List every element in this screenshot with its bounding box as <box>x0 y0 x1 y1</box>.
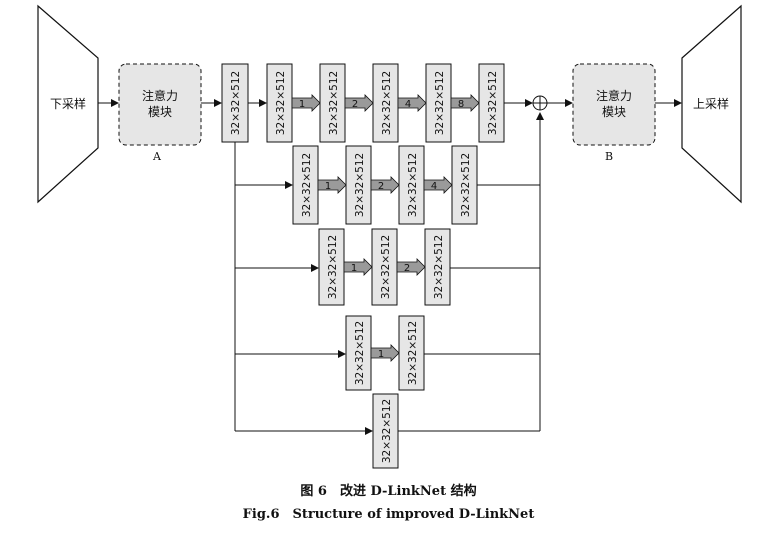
feature-block-label: 32×32×512 <box>275 71 287 135</box>
attention-b-line2: 模块 <box>602 105 626 119</box>
feature-block <box>292 145 319 225</box>
caption-english: Fig.6 Structure of improved D-LinkNet <box>242 507 535 522</box>
feature-block-label: 32×32×512 <box>434 71 446 135</box>
sum-node <box>532 95 548 111</box>
attention-a-line1: 注意力 <box>142 88 178 103</box>
input-feature-label: 32×32×512 <box>230 71 242 135</box>
feature-block <box>372 63 399 143</box>
feature-block-label: 32×32×512 <box>354 321 366 385</box>
branch-1: 32×32×512 1 32×32×512 2 32×32×512 4 32×32×512 8… <box>248 63 533 143</box>
dilated-conv-arrow <box>343 258 373 276</box>
feature-block <box>451 145 478 225</box>
feature-block-label: 32×32×512 <box>354 153 366 217</box>
dilated-conv-arrow <box>423 176 453 194</box>
dilation-branches: 32×32×512 1 32×32×512 2 32×32×512 4 32×32×512 8… <box>235 63 540 469</box>
dilation-rate-label: 8 <box>458 99 464 110</box>
feature-block-label: 32×32×512 <box>328 71 340 135</box>
feature-block <box>398 315 425 391</box>
dilated-conv-arrow <box>317 176 347 194</box>
attention-a-tag: A <box>152 150 162 163</box>
downsample-label: 下采样 <box>50 96 86 111</box>
feature-block-label: 32×32×512 <box>433 235 445 299</box>
attention-b-line1: 注意力 <box>596 88 632 103</box>
dilation-rate-label: 1 <box>351 263 357 274</box>
dilation-rate-label: 4 <box>405 99 411 110</box>
upsample-label: 上采样 <box>693 96 729 111</box>
dilated-conv-arrow <box>370 176 400 194</box>
feature-block <box>345 145 372 225</box>
branch-4: 32×32×512 1 32×32×512 <box>235 315 540 391</box>
input-feature-block: 32×32×512 <box>221 63 249 143</box>
feature-block-label: 32×32×512 <box>487 71 499 135</box>
attention-b-tag: B <box>605 150 613 163</box>
dilation-rate-label: 1 <box>325 181 331 192</box>
feature-block <box>425 63 452 143</box>
dilated-conv-arrow <box>397 94 427 112</box>
feature-block <box>345 315 372 391</box>
downsample-module: 下采样 <box>37 4 99 204</box>
dilation-rate-label: 1 <box>299 99 305 110</box>
dilated-conv-arrow <box>344 94 374 112</box>
feature-block-label: 32×32×512 <box>327 235 339 299</box>
feature-block-label: 32×32×512 <box>301 153 313 217</box>
d-linknet-diagram: 下采样 上采样 注意力 模块 A 注意力 模块 B 32×32×512 32×3… <box>37 4 742 469</box>
attention-a-line2: 模块 <box>148 105 172 119</box>
branch-2: 32×32×512 1 32×32×512 2 32×32×512 4 32×32×512 <box>235 145 540 225</box>
dilation-rate-label: 2 <box>404 263 410 274</box>
feature-block-label: 32×32×512 <box>381 71 393 135</box>
feature-block <box>318 228 345 306</box>
dilated-conv-arrow <box>291 94 321 112</box>
branch-3: 32×32×512 1 32×32×512 2 32×32×512 <box>235 228 540 306</box>
dilation-rate-label: 2 <box>352 99 358 110</box>
branch-5: 32×32×512 <box>235 393 540 469</box>
dilation-rate-label: 2 <box>378 181 384 192</box>
dilation-rate-label: 1 <box>378 349 384 360</box>
feature-block-label: 32×32×512 <box>380 235 392 299</box>
feature-block-label: 32×32×512 <box>407 321 419 385</box>
caption-chinese: 图 6 改进 D-LinkNet 结构 <box>300 484 477 499</box>
dilation-rate-label: 4 <box>431 181 437 192</box>
feature-block <box>398 145 425 225</box>
feature-block <box>372 393 399 469</box>
feature-block <box>424 228 451 306</box>
dilated-conv-arrow <box>370 344 400 362</box>
feature-block-label: 32×32×512 <box>460 153 472 217</box>
dilated-conv-arrow <box>396 258 426 276</box>
feature-block <box>478 63 505 143</box>
feature-block-label: 32×32×512 <box>407 153 419 217</box>
dilated-conv-arrow <box>450 94 480 112</box>
attention-module-a: 注意力 模块 A <box>118 63 202 163</box>
attention-module-b: 注意力 模块 B <box>572 63 656 163</box>
upsample-module: 上采样 <box>681 4 742 204</box>
feature-block-label: 32×32×512 <box>381 399 393 463</box>
